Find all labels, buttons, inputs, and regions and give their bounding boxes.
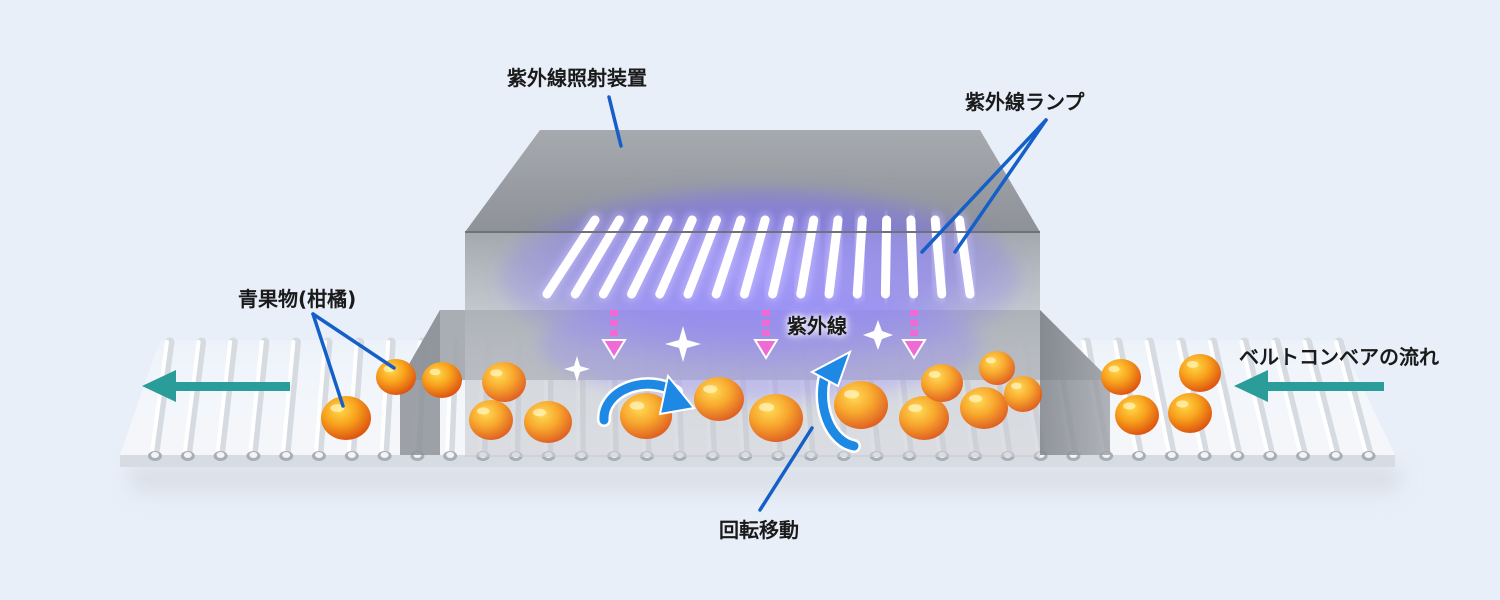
belt-roller-highlight [215,340,233,454]
sparkle-group [564,320,893,382]
citrus-fruit [1101,359,1141,395]
belt-roller-end-hole [347,452,356,458]
belt-roller-highlight [1302,340,1335,454]
belt-roller [150,337,175,457]
rotation-label: 回転移動 [719,518,799,542]
citrus-fruit [1179,354,1221,392]
citrus-fruit-highlight [968,394,983,403]
belt-roller-highlight [314,340,327,454]
belt-roller-highlight [248,340,264,454]
belt-roller-highlight [1144,340,1171,454]
fruit-label: 青果物(柑橘) [238,287,357,311]
citrus-fruit-highlight [490,369,503,377]
citrus-fruit [376,359,416,395]
lower-housing-left-side [400,310,440,455]
belt-roller [216,337,238,457]
left-arrow-icon [1234,370,1384,402]
lamp-label: 紫外線ランプ [965,90,1085,114]
sparkle-icon [564,356,590,382]
belt-roller-end-hole [1167,452,1176,458]
callout-lines [311,95,1048,512]
belt-roller-end-hole [216,452,225,458]
belt-roller [1271,337,1308,457]
citrus-fruit [321,396,371,440]
belt-roller-highlight [1334,340,1368,454]
belt-roller [1145,337,1177,457]
belt-roller-highlight [150,340,169,454]
belt-roller [1208,337,1242,457]
belt-roller-highlight [379,340,391,454]
citrus-fruit-highlight [758,402,775,412]
belt-roller-end-hole [1266,452,1275,458]
belt-roller-end-hole [151,452,159,458]
belt-roller-end-hole [282,452,291,458]
citrus-fruit-highlight [330,404,345,413]
citrus-fruit-highlight [629,401,645,410]
callout-lamp-1 [920,118,1048,254]
belt-roller-end-hole [446,452,455,458]
belt-roller [281,337,301,457]
belt-roller-end-hole [249,452,258,458]
citrus-fruit-highlight [703,385,718,394]
belt-roller [1334,337,1374,457]
pink-dashed-down-arrow-icon [901,310,927,360]
pink-dashed-down-arrow-icon [753,310,779,360]
belt-roller-end-hole [1135,452,1143,458]
sparkle-icon [665,326,701,362]
device-front-glass [465,232,1040,457]
belt-roller [1303,337,1341,457]
belt-roller-end-hole [1331,452,1340,458]
belt-roller-end-hole [315,452,323,458]
belt-roller-end-hole [1299,452,1307,458]
citrus-fruit-highlight [1186,361,1199,368]
sparkle-icon [863,320,893,350]
citrus-fruit-highlight [1011,382,1022,390]
callout-fruit-1 [311,312,396,370]
callout-device [607,95,623,148]
curved-rotate-arrow-icon [809,349,861,453]
citrus-fruit-highlight [429,368,441,376]
callout-fruit-2 [311,312,345,408]
citrus-fruit [1168,393,1212,433]
curved-rotate-arrow-icon [596,373,696,427]
citrus-fruit [422,362,462,398]
citrus-fruit-highlight [1123,402,1136,410]
citrus-fruit-highlight [1176,400,1189,408]
belt-roller-end-hole [1200,452,1209,458]
belt-roller-end-hole [1364,452,1373,458]
conveyor-flow-label: ベルトコンベアの流れ [1239,345,1439,369]
belt-roller [248,337,270,457]
citrus-fruit-highlight [985,357,996,364]
belt-roller-highlight [1239,340,1270,454]
belt-roller-end-hole [380,452,389,458]
conveyor-flow-arrows [142,370,1384,402]
belt-roller [1239,337,1275,457]
belt-roller-end-hole [1233,452,1242,458]
pink-dashed-down-arrow-icon [601,310,627,360]
rotation-arrows [596,349,861,453]
uv-ray-arrows [601,310,927,360]
citrus-fruit-highlight [908,404,923,413]
left-arrow-icon [142,370,290,402]
belt-roller-highlight [182,340,201,454]
callout-rotation [758,426,814,512]
device-label: 紫外線照射装置 [507,66,647,90]
citrus-fruit-highlight [1108,365,1120,373]
callout-lamp-2 [953,118,1048,254]
belt-roller-highlight [281,340,296,454]
citrus-fruit-highlight [928,371,941,378]
fruit-group [321,351,1221,443]
lower-housing-right-side [1040,310,1110,455]
citrus-fruit [1115,395,1159,435]
citrus-fruit-highlight [532,408,547,417]
uv-label: 紫外線 [787,314,847,338]
citrus-fruit-highlight [843,389,860,399]
citrus-fruit-highlight [477,407,490,415]
belt-roller-highlight [1271,340,1302,454]
belt-roller [183,337,207,457]
belt-roller-end-hole [183,452,192,458]
